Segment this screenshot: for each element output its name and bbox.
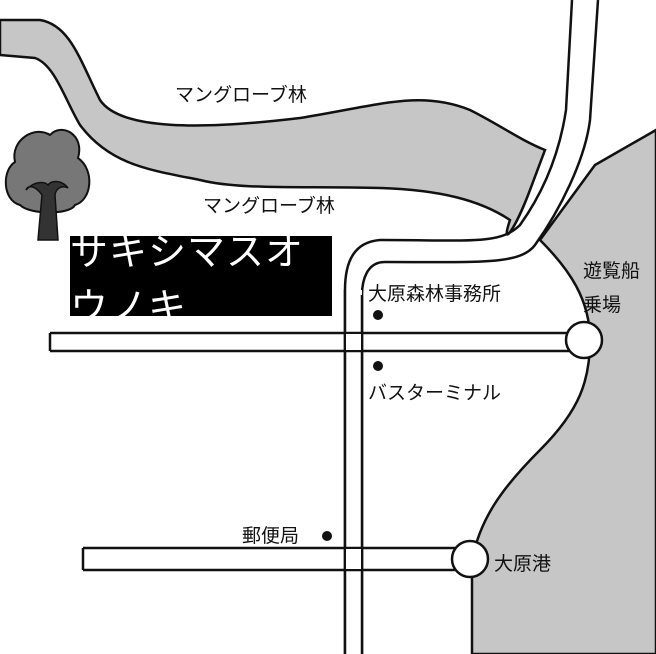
label-forest-office: 大原森林事務所 <box>368 283 502 305</box>
label-bus-terminal: バスターミナル <box>368 382 502 404</box>
road-east-west-2 <box>81 546 470 572</box>
label-cruise-pier-line2: 乗場 <box>583 294 622 316</box>
label-post-office: 郵便局 <box>242 525 300 547</box>
bus-terminal-dot <box>373 361 383 371</box>
cruise-pier-marker <box>564 320 604 360</box>
forest-office-dot <box>373 310 383 320</box>
tree-icon <box>4 129 91 241</box>
label-mangrove-north: マングローブ林 <box>175 84 307 106</box>
river <box>0 18 547 236</box>
road-north <box>343 0 574 654</box>
post-office-dot <box>322 531 332 541</box>
port-marker <box>450 539 490 579</box>
map-title: サキシマスオウノキ <box>70 230 332 329</box>
label-port: 大原港 <box>494 553 552 575</box>
road-east-west-1 <box>48 331 580 353</box>
road-north-edge <box>360 0 600 654</box>
sea <box>470 128 656 654</box>
label-cruise-pier-line1: 遊覧船 <box>583 260 641 282</box>
label-mangrove-south: マングローブ林 <box>203 195 335 217</box>
